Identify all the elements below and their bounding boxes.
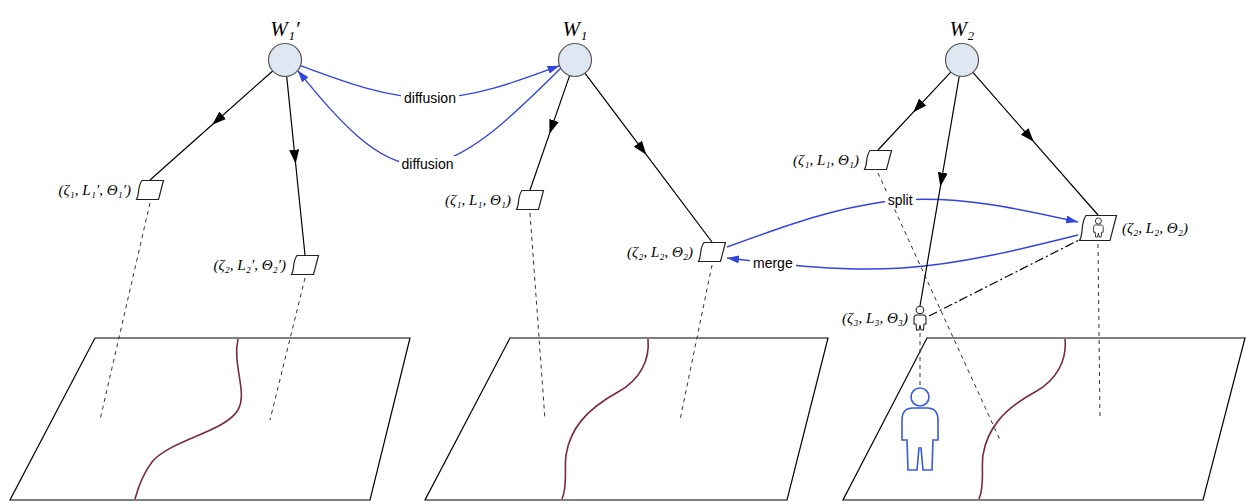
tree-branch xyxy=(920,76,959,306)
projection-lines xyxy=(100,173,1100,440)
region-patch xyxy=(517,191,544,210)
node-label: W₁ xyxy=(563,17,588,41)
world-circle xyxy=(557,42,593,78)
projection-line xyxy=(530,213,545,420)
region-patch xyxy=(865,151,892,170)
region-patch xyxy=(697,241,727,263)
projection-line xyxy=(1098,244,1100,420)
projection-line xyxy=(920,333,921,385)
node-label: (ζ₁, L₁, Θ₁) xyxy=(793,151,859,169)
tree-branch xyxy=(287,76,305,255)
image-plane xyxy=(425,338,828,500)
region-node: (ζ₃, L₃, Θ₃) xyxy=(842,305,928,331)
node-label: (ζ₃, L₃, Θ₃) xyxy=(842,309,908,327)
region-node: (ζ₂, L₂, Θ₂) xyxy=(1078,214,1188,242)
tree-branch xyxy=(530,76,570,190)
region-patch xyxy=(699,243,726,262)
world-node: W₁ xyxy=(557,17,593,78)
projection-line xyxy=(878,173,1000,440)
image-plane xyxy=(10,338,410,500)
world-circle xyxy=(269,44,302,77)
projection-line xyxy=(100,203,150,420)
dash-dot-link xyxy=(929,239,1081,316)
region-patch xyxy=(290,254,320,276)
world-circle xyxy=(559,44,592,77)
region-node: (ζ₁, L₁, Θ₁) xyxy=(445,189,545,211)
person-icon xyxy=(1094,218,1104,237)
region-patch xyxy=(1078,214,1118,242)
world-circle xyxy=(944,42,980,78)
person-outline xyxy=(902,388,938,470)
person-icon xyxy=(912,305,928,331)
region-patch xyxy=(1080,216,1117,241)
projection-line xyxy=(270,278,305,420)
world-node: W₁′ xyxy=(267,17,303,78)
edge-label: merge xyxy=(750,255,796,271)
image-plane xyxy=(843,338,1245,500)
region-boundary xyxy=(562,339,648,499)
region-patch xyxy=(292,256,319,275)
region-patch xyxy=(137,181,164,200)
world-node: W₂ xyxy=(944,17,980,78)
node-label: (ζ₂, L₂, Θ₂) xyxy=(627,243,693,261)
node-label: (ζ₁, L₁′, Θ₁′) xyxy=(59,181,131,199)
tree-branch xyxy=(585,73,712,242)
edge-label: diffusion xyxy=(399,156,457,172)
person-head xyxy=(1095,218,1101,224)
transition-arrow xyxy=(298,68,561,165)
region-node: (ζ₂, L₂, Θ₂) xyxy=(627,241,727,263)
region-node: (ζ₁, L₁, Θ₁) xyxy=(793,149,893,171)
region-node: (ζ₂, L₂′, Θ₂′) xyxy=(214,254,320,276)
person-icon xyxy=(914,306,926,330)
region-boundaries xyxy=(135,339,1065,499)
node-label: (ζ₂, L₂′, Θ₂′) xyxy=(214,256,286,274)
tree-branch xyxy=(973,72,1098,215)
person-body xyxy=(914,315,926,330)
region-patch xyxy=(135,179,165,201)
region-boundary xyxy=(135,339,241,499)
node-label: (ζ₁, L₁, Θ₁) xyxy=(445,191,511,209)
region-node: (ζ₁, L₁′, Θ₁′) xyxy=(59,179,165,201)
node-label: W₁′ xyxy=(270,17,299,41)
image-planes xyxy=(10,338,1245,500)
edge-label: split xyxy=(885,192,916,208)
tree-branch xyxy=(878,72,951,150)
person-body xyxy=(902,408,938,470)
tree-branch xyxy=(150,71,273,180)
person-head xyxy=(911,388,929,406)
projection-line xyxy=(680,265,712,420)
person-head xyxy=(916,306,924,314)
world-circle xyxy=(946,44,979,77)
region-patch xyxy=(863,149,893,171)
person-body xyxy=(1094,225,1104,237)
node-label: (ζ₂, L₂, Θ₂) xyxy=(1122,219,1188,237)
region-patch xyxy=(515,189,545,211)
node-label: W₂ xyxy=(950,17,975,41)
world-circle xyxy=(267,42,303,78)
edge-label: diffusion xyxy=(401,90,459,106)
region-boundary xyxy=(979,339,1065,499)
